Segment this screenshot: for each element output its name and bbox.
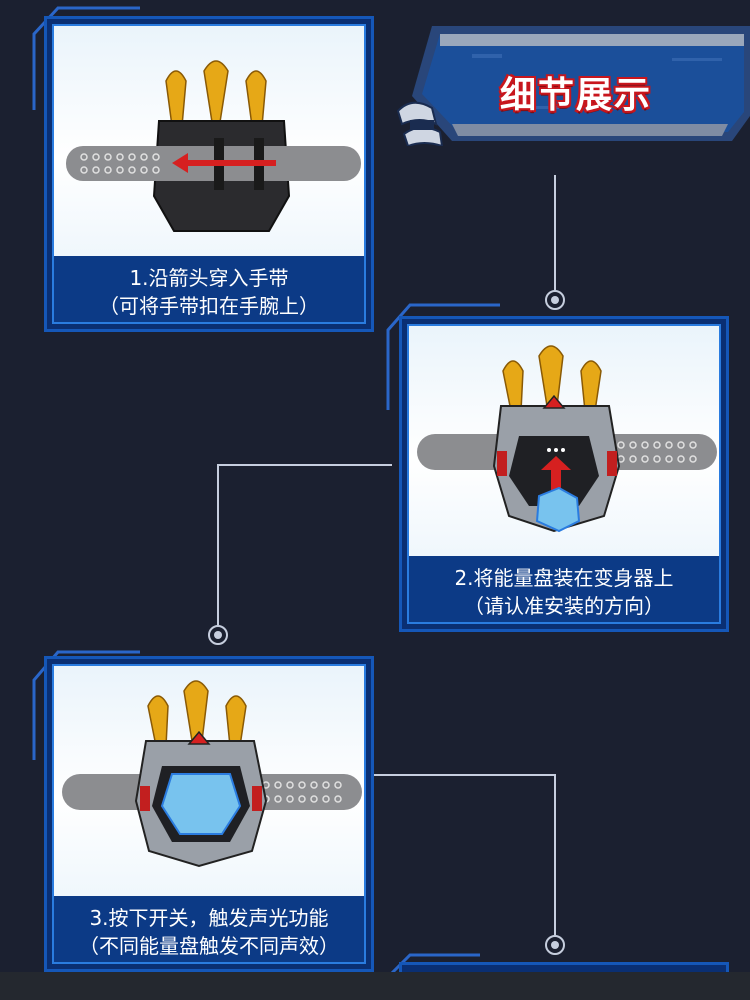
- gold-claws-icon: [502, 345, 602, 412]
- insert-arrow-icon: [172, 153, 276, 173]
- title-plaque-frame: [396, 26, 750, 148]
- step-3-note: （不同能量盘触发不同声效）: [79, 934, 339, 958]
- up-arrow-icon: [541, 456, 571, 490]
- band-insert-illustration: [66, 60, 361, 232]
- activate-illustration: [62, 680, 362, 868]
- step-1-photo: [54, 26, 364, 266]
- claw-emblem-icon: [396, 101, 444, 148]
- step-1-caption: 1.沿箭头穿入手带 （可将手带扣在手腕上）: [54, 256, 364, 322]
- step-1-note: （可将手带扣在手腕上）: [99, 294, 319, 318]
- step-panel-2: 2.将能量盘装在变身器上 （请认准安装的方向）: [399, 316, 729, 632]
- warning-triangle-icon: [187, 730, 211, 745]
- step-2-caption: 2.将能量盘装在变身器上 （请认准安装的方向）: [409, 556, 719, 622]
- step-2-note: （请认准安装的方向）: [464, 594, 664, 618]
- energy-disc-icon: [535, 486, 581, 533]
- gold-claws-icon: [165, 60, 267, 127]
- step-panel-1: 1.沿箭头穿入手带 （可将手带扣在手腕上）: [44, 16, 374, 332]
- step-3-text: 3.按下开关，触发声光功能: [89, 906, 329, 930]
- step-2-text: 2.将能量盘装在变身器上: [454, 566, 674, 590]
- energy-disc-icon: [160, 773, 242, 835]
- title-plaque: 细节展示: [392, 16, 750, 148]
- section-title: 细节展示: [500, 75, 653, 116]
- warning-triangle-icon: [542, 394, 566, 409]
- disc-mount-illustration: [417, 345, 717, 533]
- step-3-caption: 3.按下开关，触发声光功能 （不同能量盘触发不同声效）: [54, 896, 364, 962]
- gold-claws-icon: [147, 680, 247, 747]
- step-panel-3: 3.按下开关，触发声光功能 （不同能量盘触发不同声效）: [44, 656, 374, 972]
- step-1-text: 1.沿箭头穿入手带: [129, 266, 289, 290]
- step-2-photo: [409, 326, 719, 566]
- step-3-photo: [54, 666, 364, 906]
- bottom-band: [0, 972, 750, 1000]
